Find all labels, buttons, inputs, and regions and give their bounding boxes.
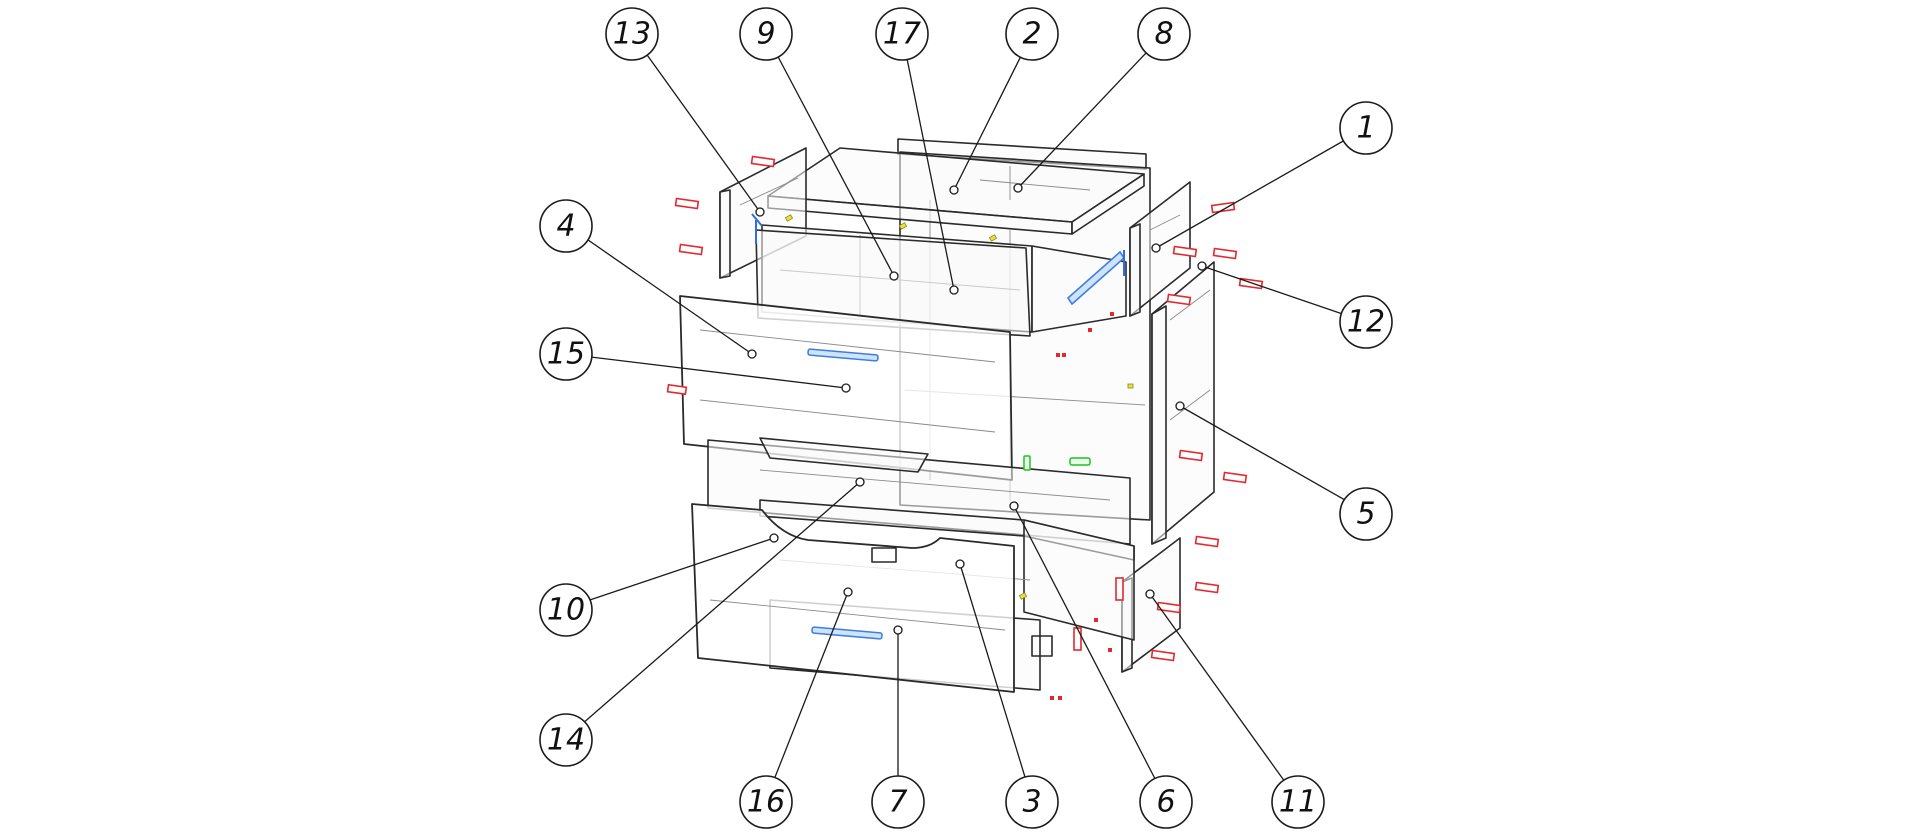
callout-7: 7	[871, 775, 925, 829]
middle-drawer-box	[707, 437, 1131, 545]
callout-6: 6	[1139, 775, 1193, 829]
callout-15-label: 15	[547, 337, 585, 372]
leader-lines	[565, 33, 1367, 801]
callout-2: 2	[1005, 7, 1059, 61]
callout-17: 17	[875, 7, 929, 61]
bottom-drawer-front	[691, 503, 1015, 693]
wooden-dowels	[784, 214, 1134, 600]
callout-9-label: 9	[756, 17, 775, 52]
callout-13-label: 13	[613, 17, 651, 52]
callout-16-label: 16	[747, 785, 785, 820]
callout-4: 4	[539, 199, 593, 253]
callout-8-label: 8	[1154, 17, 1173, 52]
callout-1: 1	[1339, 101, 1393, 155]
callout-10: 10	[539, 583, 593, 637]
callout-11-label: 11	[1279, 785, 1317, 820]
callout-4-label: 4	[556, 209, 575, 244]
callout-9: 9	[739, 7, 793, 61]
upper-drawer-front	[755, 229, 1031, 337]
callout-2-label: 2	[1022, 17, 1041, 52]
callout-12-label: 12	[1347, 305, 1385, 340]
drawer-runner-parts	[1023, 455, 1091, 471]
corner-brackets	[871, 547, 1053, 657]
small-fasteners	[1050, 312, 1114, 700]
callout-8: 8	[1137, 7, 1191, 61]
callout-10-label: 10	[547, 593, 585, 628]
leader-anchor-points	[747, 183, 1207, 635]
callout-5: 5	[1339, 487, 1393, 541]
callout-14-label: 14	[547, 723, 585, 758]
callout-17-label: 17	[883, 17, 921, 52]
callout-1-label: 1	[1356, 111, 1375, 146]
callout-3: 3	[1005, 775, 1059, 829]
cabinet-exploded-view	[679, 138, 1215, 693]
callout-3-label: 3	[1022, 785, 1041, 820]
callout-12: 12	[1339, 295, 1393, 349]
callout-5-label: 5	[1356, 497, 1375, 532]
callout-15: 15	[539, 327, 593, 381]
callout-16: 16	[739, 775, 793, 829]
callout-6-label: 6	[1156, 785, 1175, 820]
callout-11: 11	[1271, 775, 1325, 829]
upper-drawer-side	[1031, 245, 1127, 333]
callout-14: 14	[539, 713, 593, 767]
blue-brackets	[751, 213, 1125, 276]
callout-13: 13	[605, 7, 659, 61]
callout-7-label: 7	[888, 785, 907, 820]
